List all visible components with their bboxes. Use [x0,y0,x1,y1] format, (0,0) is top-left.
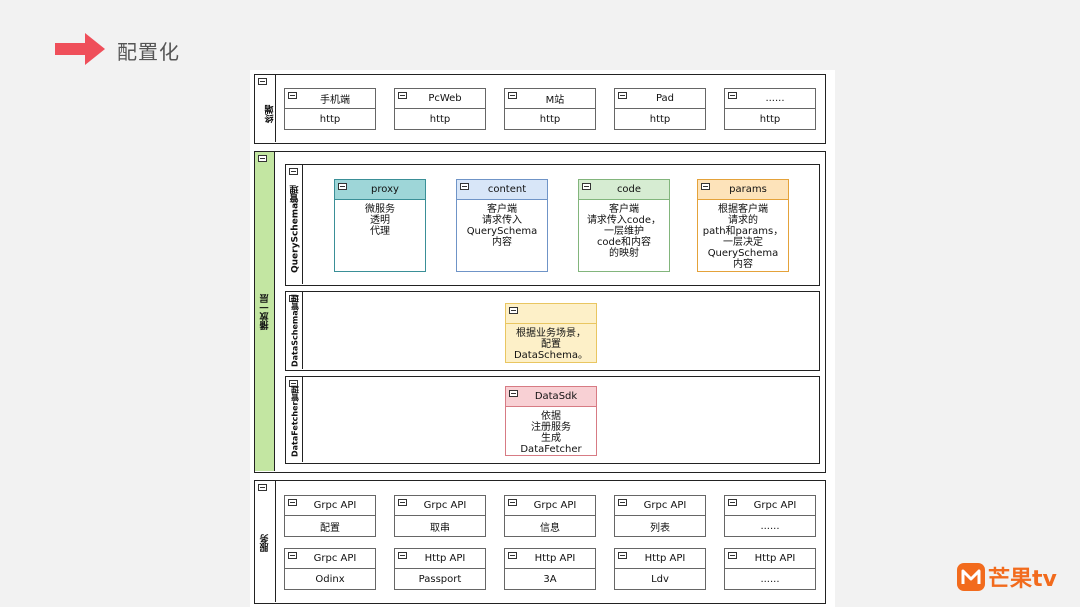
collapse-icon [728,92,737,99]
logo-text: 芒果tv [988,567,1057,592]
collapse-icon [289,295,298,302]
collapse-icon [398,92,407,99]
queryschema-label: QuerySchema管理 [290,184,301,274]
dataschema-card: 根据业务场景， 配置 DataSchema。 [505,303,597,363]
service-layer-label: 服务 [260,534,271,552]
collapse-icon [338,183,347,190]
params-card: params 根据客户端 请求的 path和params， 一层决定 Query… [697,179,789,272]
service-node: Http API Ldv [614,548,706,590]
service-node: Http API ...... [724,548,816,590]
terminal-node: PcWeb http [394,88,486,130]
page-title: 配置化 [117,40,180,64]
collapse-icon [582,183,591,190]
proxy-card: proxy 微服务 透明 代理 [334,179,426,272]
play-layer: 播放一层 QuerySchema管理 proxy 微服务 透明 代理 conte… [254,151,826,473]
content-card: content 客户端 请求传入 QuerySchema 内容 [456,179,548,272]
datafetcher-label: DataFetcher管理 [290,385,300,457]
collapse-icon [398,499,407,506]
service-node: Http API 3A [504,548,596,590]
service-node: Http API Passport [394,548,486,590]
architecture-diagram: 终端 手机端 http PcWeb http M站 http Pad http … [250,70,835,607]
collapse-icon [258,484,267,491]
collapse-icon [288,552,297,559]
mango-logo-icon [957,563,985,591]
play-layer-band [255,152,275,471]
collapse-icon [509,307,518,314]
dataschema-panel: DataSchema管理 根据业务场景， 配置 DataSchema。 [285,291,820,371]
datafetcher-panel: DataFetcher管理 DataSdk 依据 注册服务 生成 DataFet… [285,376,820,464]
mango-tv-logo: 芒果tv [956,562,1068,592]
collapse-icon [288,499,297,506]
collapse-icon [618,552,627,559]
collapse-icon [288,92,297,99]
datasdk-card: DataSdk 依据 注册服务 生成 DataFetcher [505,386,597,456]
collapse-icon [398,552,407,559]
terminal-node: 手机端 http [284,88,376,130]
terminal-node: M站 http [504,88,596,130]
collapse-icon [460,183,469,190]
queryschema-panel: QuerySchema管理 proxy 微服务 透明 代理 content 客户… [285,164,820,286]
collapse-icon [289,168,298,175]
service-node: Grpc API Odinx [284,548,376,590]
collapse-icon [508,92,517,99]
service-node: Grpc API 信息 [504,495,596,537]
service-node: Grpc API 取串 [394,495,486,537]
dataschema-label: DataSchema管理 [290,294,300,368]
service-node: Grpc API ...... [724,495,816,537]
terminal-node: Pad http [614,88,706,130]
terminal-node: ...... http [724,88,816,130]
terminal-layer: 终端 手机端 http PcWeb http M站 http Pad http … [254,74,826,144]
collapse-icon [618,92,627,99]
collapse-icon [289,380,298,387]
service-node: Grpc API 配置 [284,495,376,537]
service-layer: 服务 Grpc API 配置 Grpc API 取串 Grpc API 信息 G… [254,480,826,604]
collapse-icon [508,499,517,506]
collapse-icon [728,499,737,506]
collapse-icon [509,390,518,397]
collapse-icon [701,183,710,190]
service-node: Grpc API 列表 [614,495,706,537]
code-card: code 客户端 请求传入code， 一层维护 code和内容 的映射 [578,179,670,272]
collapse-icon [508,552,517,559]
collapse-icon [618,499,627,506]
collapse-icon [258,78,267,85]
right-arrow-icon [55,33,105,65]
collapse-icon [258,155,267,162]
play-layer-label: 播放一层 [260,294,271,330]
collapse-icon [728,552,737,559]
